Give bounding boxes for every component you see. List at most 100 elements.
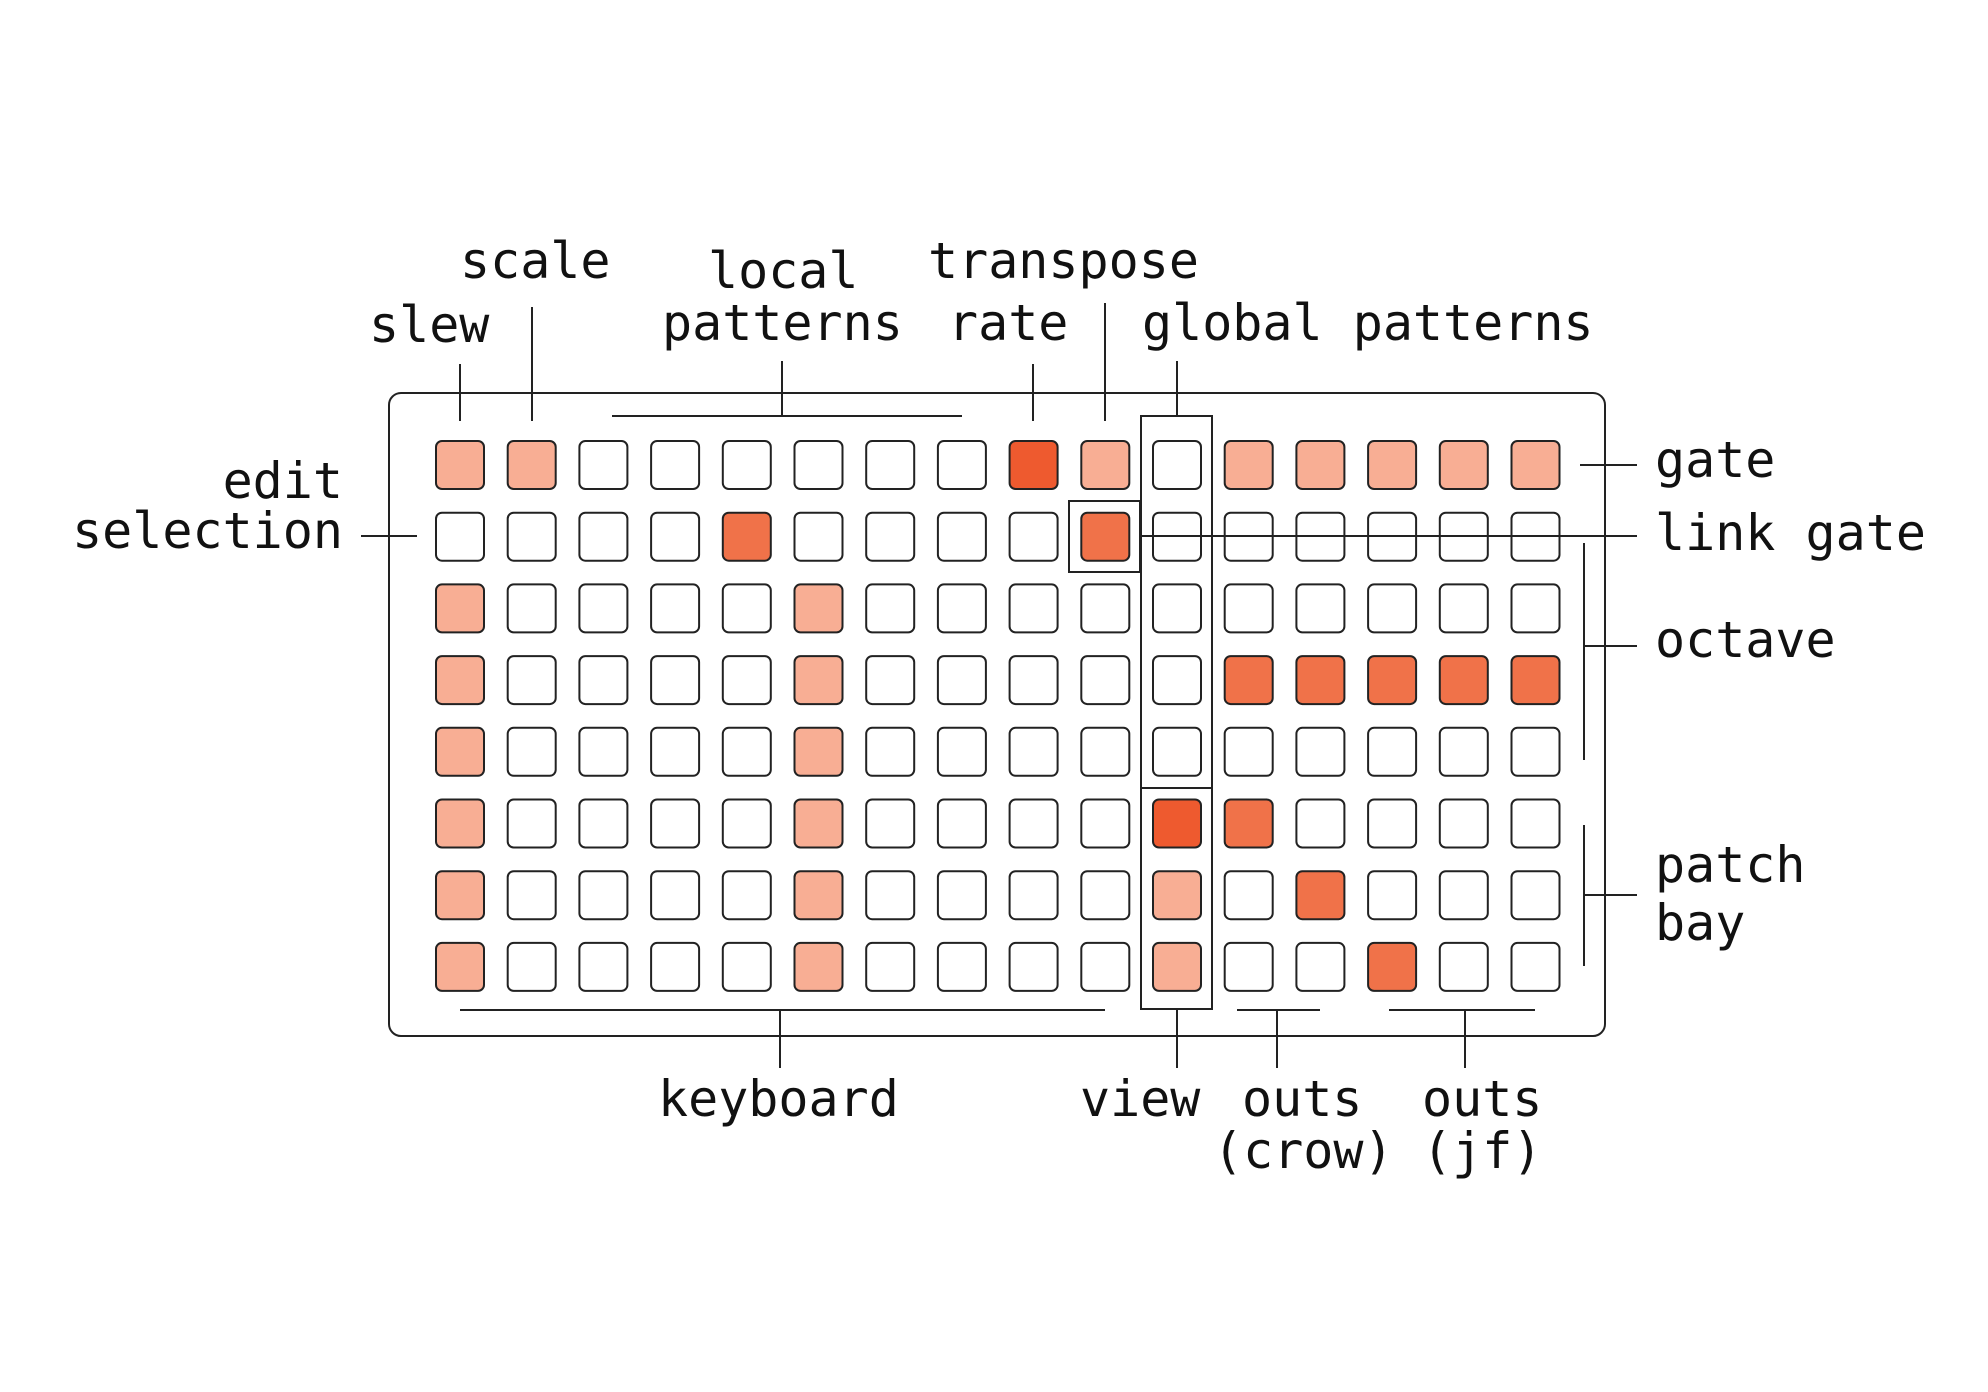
pad-r4-c16[interactable] xyxy=(1510,655,1561,706)
pad-r7-c9[interactable] xyxy=(1008,870,1059,921)
pad-r4-c1[interactable] xyxy=(435,655,485,706)
pad-r2-c8[interactable] xyxy=(936,511,987,562)
pad-r2-c6[interactable] xyxy=(793,511,844,562)
pad-r3-c14[interactable] xyxy=(1367,583,1418,634)
pad-r5-c10[interactable] xyxy=(1080,726,1131,777)
pad-r5-c2[interactable] xyxy=(506,726,557,777)
pad-r5-c15[interactable] xyxy=(1438,726,1489,777)
pad-r3-c3[interactable] xyxy=(578,583,629,634)
pad-r6-c9[interactable] xyxy=(1008,798,1059,849)
pad-r7-c6[interactable] xyxy=(793,870,844,921)
pad-r7-c4[interactable] xyxy=(650,870,701,921)
pad-r6-c6[interactable] xyxy=(793,798,844,849)
pad-r1-c16[interactable] xyxy=(1510,440,1561,490)
pad-r5-c1[interactable] xyxy=(435,726,485,777)
pad-r7-c7[interactable] xyxy=(865,870,916,921)
pad-r3-c12[interactable] xyxy=(1223,583,1274,634)
pad-r3-c5[interactable] xyxy=(721,583,772,634)
pad-r1-c1[interactable] xyxy=(435,440,485,490)
pad-r7-c5[interactable] xyxy=(721,870,772,921)
pad-r4-c13[interactable] xyxy=(1295,655,1346,706)
pad-r6-c1[interactable] xyxy=(435,798,485,849)
pad-r1-c3[interactable] xyxy=(578,440,629,490)
pad-r8-c7[interactable] xyxy=(865,941,916,992)
pad-r7-c8[interactable] xyxy=(936,870,987,921)
pad-r8-c3[interactable] xyxy=(578,941,629,992)
pad-r8-c4[interactable] xyxy=(650,941,701,992)
pad-r2-c2[interactable] xyxy=(506,511,557,562)
pad-r8-c13[interactable] xyxy=(1295,941,1346,992)
pad-r1-c8[interactable] xyxy=(936,440,987,490)
pad-r8-c8[interactable] xyxy=(936,941,987,992)
pad-r4-c6[interactable] xyxy=(793,655,844,706)
pad-r3-c10[interactable] xyxy=(1080,583,1131,634)
pad-r3-c4[interactable] xyxy=(650,583,701,634)
pad-r5-c13[interactable] xyxy=(1295,726,1346,777)
pad-r3-c15[interactable] xyxy=(1438,583,1489,634)
pad-r7-c2[interactable] xyxy=(506,870,557,921)
pad-r4-c8[interactable] xyxy=(936,655,987,706)
pad-r6-c4[interactable] xyxy=(650,798,701,849)
pad-r4-c2[interactable] xyxy=(506,655,557,706)
pad-r4-c5[interactable] xyxy=(721,655,772,706)
pad-r2-c9[interactable] xyxy=(1008,511,1059,562)
pad-r6-c8[interactable] xyxy=(936,798,987,849)
pad-r7-c10[interactable] xyxy=(1080,870,1131,921)
pad-r3-c2[interactable] xyxy=(506,583,557,634)
pad-r5-c7[interactable] xyxy=(865,726,916,777)
pad-r6-c16[interactable] xyxy=(1510,798,1561,849)
pad-r6-c5[interactable] xyxy=(721,798,772,849)
pad-r5-c8[interactable] xyxy=(936,726,987,777)
pad-r8-c2[interactable] xyxy=(506,941,557,992)
pad-r5-c14[interactable] xyxy=(1367,726,1418,777)
pad-r1-c14[interactable] xyxy=(1367,440,1418,490)
pad-r3-c7[interactable] xyxy=(865,583,916,634)
pad-r1-c9[interactable] xyxy=(1008,440,1059,490)
pad-r5-c5[interactable] xyxy=(721,726,772,777)
pad-r7-c14[interactable] xyxy=(1367,870,1418,921)
pad-r5-c9[interactable] xyxy=(1008,726,1059,777)
pad-r6-c15[interactable] xyxy=(1438,798,1489,849)
pad-r4-c4[interactable] xyxy=(650,655,701,706)
pad-r6-c12[interactable] xyxy=(1223,798,1274,849)
pad-r3-c11[interactable] xyxy=(1152,583,1202,634)
pad-r7-c12[interactable] xyxy=(1223,870,1274,921)
pad-r2-c7[interactable] xyxy=(865,511,916,562)
pad-r8-c10[interactable] xyxy=(1080,941,1131,992)
pad-r4-c14[interactable] xyxy=(1367,655,1418,706)
pad-r7-c15[interactable] xyxy=(1438,870,1489,921)
pad-r1-c11[interactable] xyxy=(1152,440,1202,490)
pad-r1-c4[interactable] xyxy=(650,440,701,490)
pad-r1-c2[interactable] xyxy=(506,440,557,490)
pad-r2-c10[interactable] xyxy=(1080,511,1131,562)
pad-r4-c9[interactable] xyxy=(1008,655,1059,706)
pad-r3-c13[interactable] xyxy=(1295,583,1346,634)
pad-r1-c12[interactable] xyxy=(1223,440,1274,490)
pad-r2-c5[interactable] xyxy=(721,511,772,562)
pad-r7-c1[interactable] xyxy=(435,870,485,921)
pad-r4-c7[interactable] xyxy=(865,655,916,706)
pad-r1-c13[interactable] xyxy=(1295,440,1346,490)
pad-r8-c16[interactable] xyxy=(1510,941,1561,992)
pad-r1-c5[interactable] xyxy=(721,440,772,490)
pad-r1-c7[interactable] xyxy=(865,440,916,490)
pad-r4-c10[interactable] xyxy=(1080,655,1131,706)
pad-r6-c3[interactable] xyxy=(578,798,629,849)
pad-r5-c16[interactable] xyxy=(1510,726,1561,777)
pad-r8-c14[interactable] xyxy=(1367,941,1418,992)
pad-r3-c6[interactable] xyxy=(793,583,844,634)
pad-r5-c6[interactable] xyxy=(793,726,844,777)
pad-r6-c14[interactable] xyxy=(1367,798,1418,849)
pad-r4-c3[interactable] xyxy=(578,655,629,706)
pad-r3-c9[interactable] xyxy=(1008,583,1059,634)
pad-r8-c11[interactable] xyxy=(1152,941,1202,992)
pad-r4-c15[interactable] xyxy=(1438,655,1489,706)
pad-r8-c1[interactable] xyxy=(435,941,485,992)
pad-r6-c2[interactable] xyxy=(506,798,557,849)
pad-r7-c16[interactable] xyxy=(1510,870,1561,921)
pad-r3-c1[interactable] xyxy=(435,583,485,634)
pad-r7-c11[interactable] xyxy=(1152,870,1202,921)
pad-r7-c3[interactable] xyxy=(578,870,629,921)
pad-r1-c10[interactable] xyxy=(1080,440,1131,490)
pad-r3-c8[interactable] xyxy=(936,583,987,634)
